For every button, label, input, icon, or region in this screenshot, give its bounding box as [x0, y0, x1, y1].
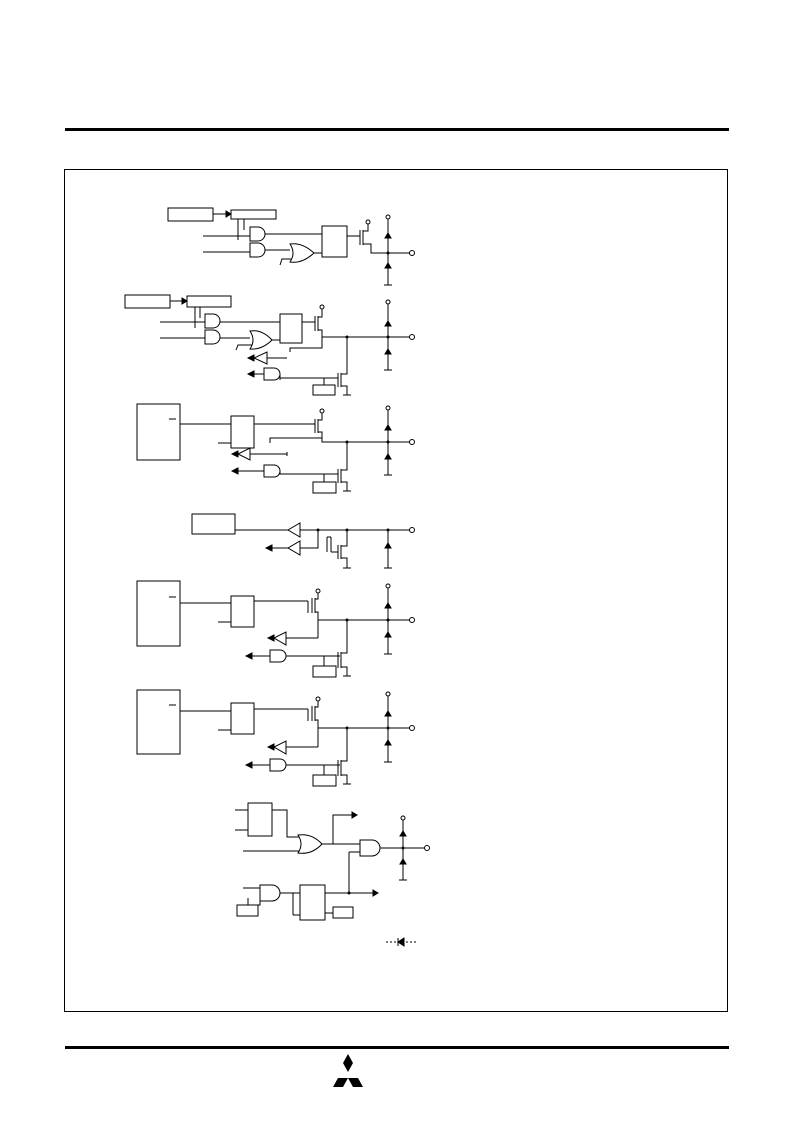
- input-buffer: [287, 522, 301, 538]
- legend-diode: [386, 937, 416, 947]
- and-gate: [204, 313, 221, 329]
- diode-icon: [399, 830, 407, 837]
- and-gate: [263, 367, 281, 381]
- input-buffer: [272, 631, 287, 646]
- diode-icon: [384, 542, 392, 549]
- or-gate: [249, 330, 273, 350]
- flip-flop-box: [299, 884, 326, 921]
- diode-icon: [384, 348, 392, 355]
- flip-flop-box: [247, 802, 273, 837]
- and-gate: [359, 839, 381, 857]
- diode-icon: [384, 631, 392, 638]
- control-box: [312, 774, 337, 787]
- port-pin: [424, 845, 430, 851]
- register-box: [167, 207, 214, 222]
- latch-box: [230, 209, 277, 220]
- port-pin: [409, 725, 415, 731]
- and-gate: [249, 242, 266, 258]
- port-block-2: [124, 294, 415, 396]
- port-pin: [409, 250, 415, 256]
- port-block-6: [136, 689, 415, 787]
- or-gate: [297, 834, 323, 854]
- peripheral-box: [136, 403, 181, 461]
- control-box: [236, 904, 259, 917]
- arrow-icon: [181, 297, 188, 305]
- register-box: [230, 702, 255, 735]
- control-box: [332, 906, 354, 919]
- diode-icon: [384, 232, 392, 239]
- register-box: [191, 513, 236, 535]
- diode-icon: [384, 739, 392, 746]
- or-gate: [289, 243, 315, 263]
- diode-icon: [384, 453, 392, 460]
- and-gate: [259, 884, 281, 902]
- peripheral-box: [136, 689, 181, 755]
- port-block-7: [235, 802, 430, 921]
- input-buffer: [236, 447, 251, 461]
- port-pin: [409, 617, 415, 623]
- and-gate: [249, 226, 266, 242]
- and-gate: [263, 464, 281, 478]
- bottom-rule: [65, 1046, 729, 1049]
- top-rule: [65, 128, 729, 131]
- latch-box: [186, 295, 232, 308]
- peripheral-box: [136, 580, 181, 647]
- flip-flop-box: [279, 313, 303, 344]
- control-box: [312, 665, 337, 678]
- diode-icon: [397, 937, 405, 947]
- input-buffer: [272, 740, 287, 755]
- port-block-5: [136, 580, 415, 678]
- port-pin: [409, 334, 415, 340]
- port-block-4: [191, 513, 415, 569]
- diode-icon: [384, 602, 392, 609]
- three-diamond-logo-icon: [333, 1054, 363, 1087]
- diode-icon: [384, 424, 392, 431]
- port-block-1: [167, 207, 415, 286]
- input-buffer: [287, 540, 301, 556]
- control-box: [312, 384, 336, 396]
- register-box: [230, 595, 255, 628]
- diode-icon: [384, 320, 392, 327]
- flip-flop-box: [321, 225, 348, 258]
- register-box: [124, 294, 171, 309]
- and-gate: [269, 649, 287, 663]
- arrow-icon: [225, 210, 232, 218]
- port-pin: [409, 527, 415, 533]
- diode-icon: [384, 262, 392, 269]
- diode-icon: [399, 858, 407, 865]
- control-box: [312, 481, 337, 494]
- register-box: [230, 415, 255, 449]
- and-gate: [269, 758, 287, 772]
- port-pin: [409, 439, 415, 445]
- diode-icon: [384, 710, 392, 717]
- and-gate: [204, 329, 221, 345]
- diagram-frame: [64, 169, 728, 1012]
- port-block-3: [136, 403, 415, 494]
- input-buffer: [252, 351, 268, 365]
